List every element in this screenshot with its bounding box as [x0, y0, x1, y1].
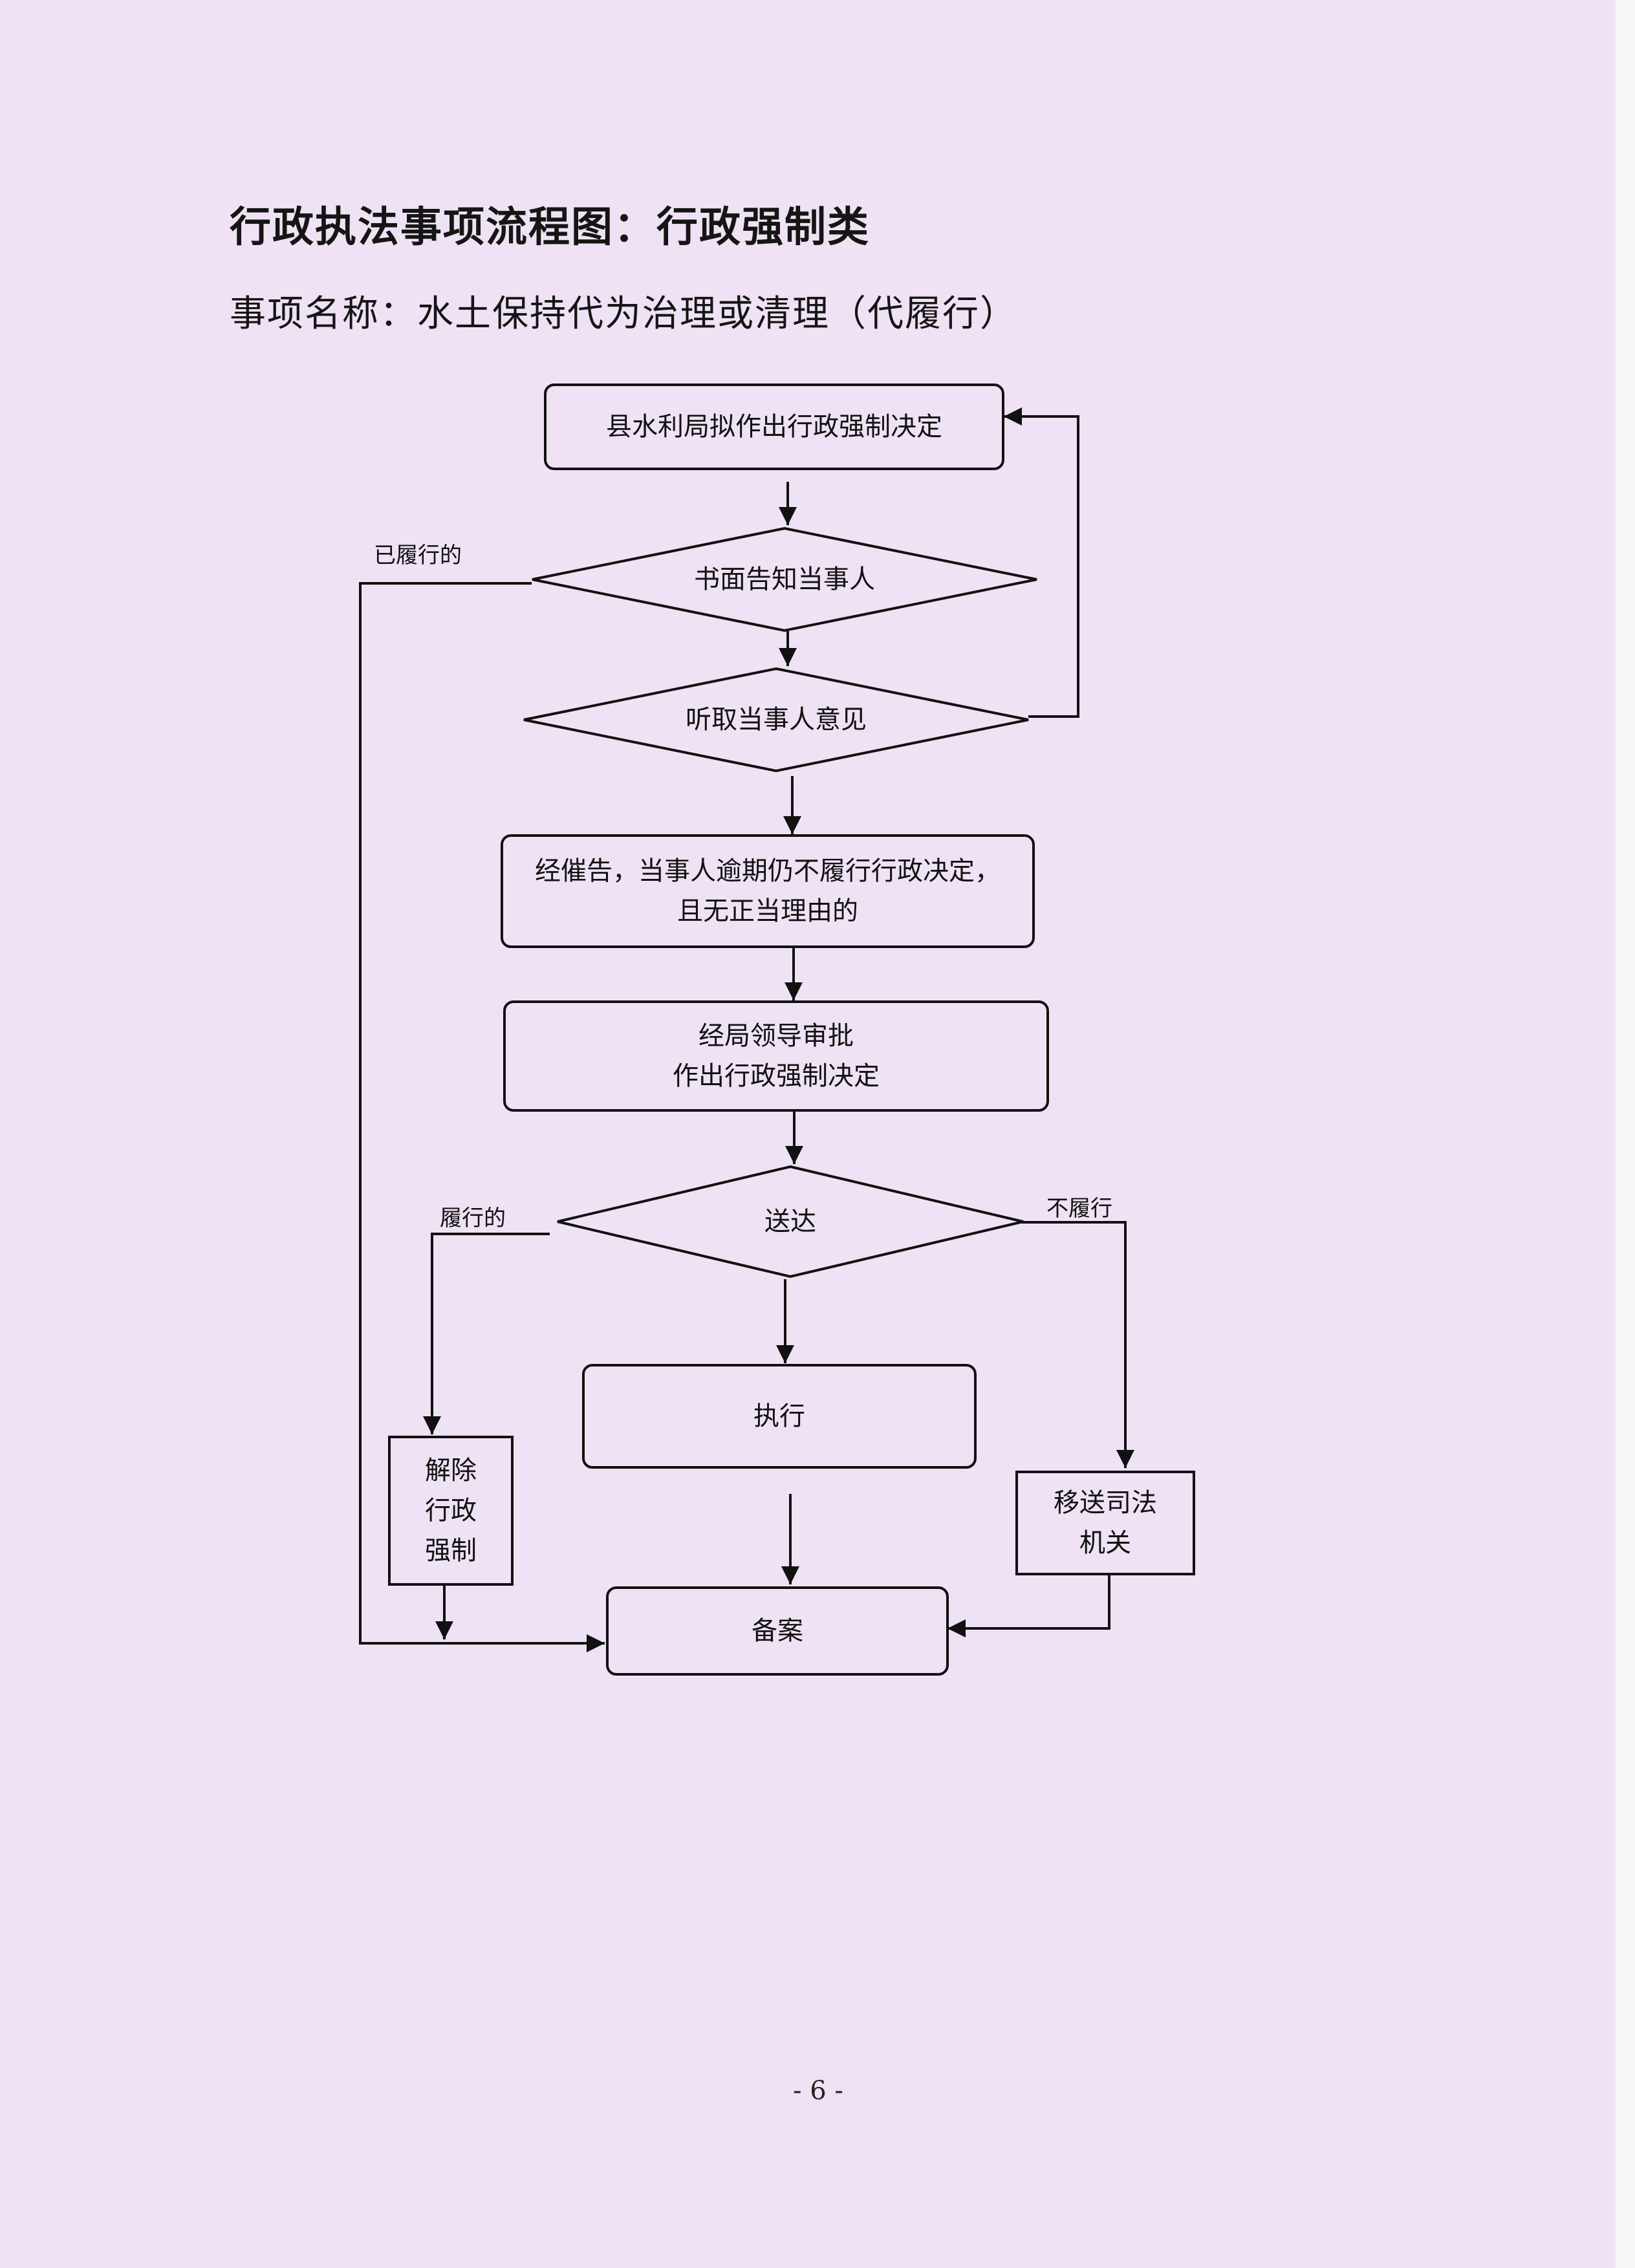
node-shape-n10	[606, 1586, 949, 1676]
node-text-n9-0: 移送司法	[1054, 1488, 1157, 1518]
node-text-n9-1: 机关	[1079, 1528, 1131, 1558]
edge-n9-n10	[947, 1574, 1110, 1637]
node-shape-n4	[501, 834, 1035, 948]
node-n6: 送达	[557, 1165, 1024, 1279]
node-text-n6-0: 送达	[764, 1207, 816, 1237]
node-n2: 书面告知当事人	[532, 526, 1037, 632]
node-shape-n6	[557, 1165, 1024, 1279]
node-text-n8-2: 强制	[425, 1536, 477, 1566]
edge-n3-n1	[1004, 407, 1079, 718]
node-text-n4-0: 经催告，当事人逾期仍不履行行政决定，	[535, 856, 1001, 886]
node-n3: 听取当事人意见	[523, 667, 1029, 773]
node-text-n5-0: 经局领导审批	[698, 1021, 854, 1051]
node-n4: 经催告，当事人逾期仍不履行行政决定， 且无正当理由的	[501, 834, 1035, 948]
edge-n6-n9	[1022, 1221, 1134, 1468]
node-text-n7-0: 执行	[753, 1401, 805, 1431]
node-shape-n9	[1015, 1471, 1195, 1575]
node-n1: 县水利局拟作出行政强制决定	[544, 383, 1004, 470]
node-shape-n1	[544, 383, 1004, 470]
node-shape-n7	[582, 1364, 977, 1469]
node-n10: 备案	[606, 1586, 949, 1676]
edge-label-n6-n8: 履行的	[440, 1205, 506, 1231]
node-text-n5-1: 作出行政强制决定	[673, 1061, 880, 1091]
node-text-n8-1: 行政	[425, 1496, 477, 1526]
item-name: 事项名称：水土保持代为治理或清理（代履行）	[230, 293, 1017, 335]
page-title: 行政执法事项流程图：行政强制类	[230, 204, 870, 252]
edge-label-n2-n10: 已履行的	[374, 543, 462, 568]
edge-label-n6-n9: 不履行	[1046, 1196, 1112, 1222]
node-shape-n2	[532, 526, 1037, 632]
node-text-n4-1: 且无正当理由的	[677, 896, 858, 926]
node-text-n1-0: 县水利局拟作出行政强制决定	[606, 412, 942, 442]
page-number: - 6 -	[793, 2076, 843, 2106]
node-text-n10-0: 备案	[752, 1616, 803, 1646]
node-text-n3-0: 听取当事人意见	[686, 705, 867, 735]
node-shape-n3	[523, 667, 1029, 773]
node-text-n8-0: 解除	[425, 1456, 477, 1485]
node-text-n2-0: 书面告知当事人	[694, 565, 875, 594]
scan-edge	[1616, 0, 1635, 2268]
edge-n6-n8	[423, 1233, 550, 1434]
node-shape-n8	[388, 1436, 514, 1586]
edge-n2-n10	[359, 582, 605, 1652]
node-n7: 执行	[582, 1364, 977, 1469]
node-shape-n5	[503, 1000, 1049, 1112]
